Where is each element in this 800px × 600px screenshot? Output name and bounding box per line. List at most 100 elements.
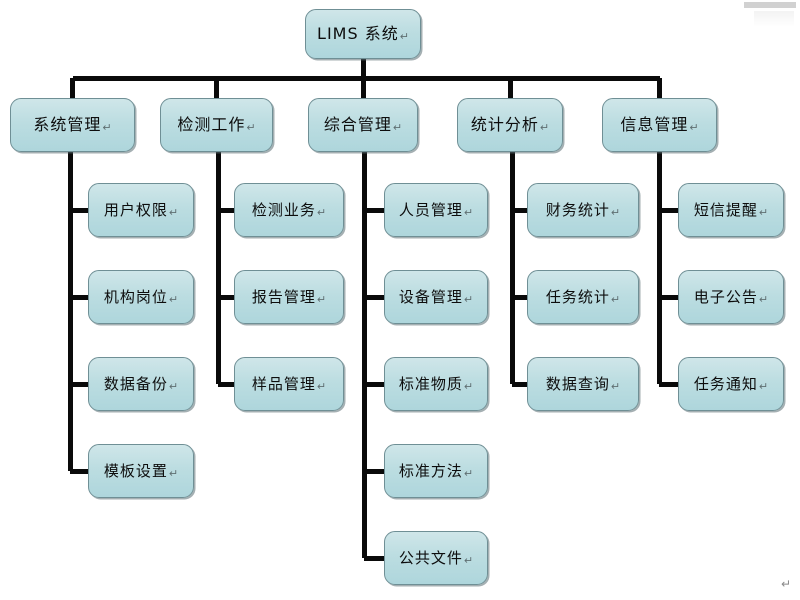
- branch-node-label: 系统管理: [33, 115, 102, 134]
- paragraph-mark-icon: ↵: [689, 120, 699, 134]
- leaf-node-label: 检测业务: [251, 200, 316, 219]
- leaf-node-5-2[interactable]: 电子公告↵: [678, 270, 784, 324]
- paragraph-mark-icon: ↵: [758, 379, 769, 393]
- leaf-node-label: 样品管理: [251, 374, 316, 393]
- leaf-stub-connector-3-3: [364, 381, 384, 387]
- paragraph-mark-icon: ↵: [399, 29, 409, 43]
- paragraph-mark-icon: ↵: [168, 292, 179, 306]
- paragraph-mark-icon: ↵: [168, 205, 179, 219]
- leaf-node-4-3[interactable]: 数据查询↵: [527, 357, 639, 411]
- leaf-stub-connector-3-4: [364, 468, 384, 474]
- leaf-node-3-5[interactable]: 公共文件↵: [384, 531, 488, 585]
- branch-node-label: 统计分析: [470, 115, 539, 134]
- leaf-node-label: 设备管理: [398, 287, 463, 306]
- paragraph-mark-icon: ↵: [246, 120, 256, 134]
- paragraph-mark-icon: ↵: [316, 205, 327, 219]
- leaf-node-4-2[interactable]: 任务统计↵: [527, 270, 639, 324]
- leaf-node-label: 机构岗位: [103, 287, 168, 306]
- paragraph-mark-icon: ↵: [463, 292, 474, 306]
- leaf-node-4-1[interactable]: 财务统计↵: [527, 183, 639, 237]
- leaf-stub-connector-3-5: [364, 555, 384, 561]
- branch-node-3[interactable]: 综合管理↵: [308, 98, 418, 152]
- root-node-label: LIMS 系统: [317, 24, 399, 43]
- paragraph-mark-icon: ↵: [168, 466, 179, 480]
- paragraph-mark-icon: ↵: [758, 205, 769, 219]
- branch-node-1[interactable]: 系统管理↵: [10, 98, 135, 152]
- leaf-node-5-3[interactable]: 任务通知↵: [678, 357, 784, 411]
- paragraph-mark-icon: ↵: [463, 553, 474, 567]
- leaf-stub-connector-2-2: [218, 294, 234, 300]
- paragraph-mark-icon: ↵: [168, 379, 179, 393]
- branch-drop-connector-2: [214, 78, 219, 98]
- branch-drop-connector-3: [360, 78, 366, 98]
- leaf-node-label: 标准方法: [398, 461, 463, 480]
- leaf-node-1-4[interactable]: 模板设置↵: [88, 444, 194, 498]
- branch-drop-connector-4: [507, 78, 513, 98]
- branch-node-2[interactable]: 检测工作↵: [160, 98, 273, 152]
- leaf-node-label: 财务统计: [545, 200, 610, 219]
- leaf-stub-connector-3-2: [364, 294, 384, 300]
- leaf-node-label: 任务通知: [693, 374, 758, 393]
- branch-drop-connector-5: [657, 78, 662, 98]
- paragraph-mark-icon: ↵: [758, 292, 769, 306]
- paragraph-mark-icon: ↵: [463, 379, 474, 393]
- leaf-stub-connector-5-3: [659, 381, 678, 387]
- paragraph-mark-icon: ↵: [463, 205, 474, 219]
- branch-node-5[interactable]: 信息管理↵: [602, 98, 717, 152]
- leaf-stub-connector-4-3: [512, 381, 527, 387]
- root-node-lims[interactable]: LIMS 系统↵: [305, 9, 421, 59]
- leaf-node-2-1[interactable]: 检测业务↵: [234, 183, 344, 237]
- leaf-node-label: 电子公告: [693, 287, 758, 306]
- page-end-mark: ↵: [780, 577, 791, 591]
- leaf-node-label: 模板设置: [103, 461, 168, 480]
- paragraph-mark-icon: ↵: [610, 379, 621, 393]
- root-stem-connector: [360, 59, 366, 78]
- leaf-node-label: 公共文件: [398, 548, 463, 567]
- leaf-stub-connector-2-1: [218, 207, 234, 213]
- leaf-stub-connector-5-1: [659, 207, 678, 213]
- leaf-stub-connector-4-2: [512, 294, 527, 300]
- paragraph-mark-icon: ↵: [539, 120, 550, 134]
- leaf-node-label: 标准物质: [398, 374, 463, 393]
- paragraph-mark-icon: ↵: [316, 292, 327, 306]
- leaf-spine-connector-4: [509, 152, 515, 384]
- leaf-node-1-1[interactable]: 用户权限↵: [88, 183, 194, 237]
- paragraph-mark-icon: ↵: [610, 205, 621, 219]
- leaf-node-label: 报告管理: [251, 287, 316, 306]
- leaf-node-3-3[interactable]: 标准物质↵: [384, 357, 488, 411]
- leaf-node-label: 短信提醒: [693, 200, 758, 219]
- leaf-node-2-2[interactable]: 报告管理↵: [234, 270, 344, 324]
- leaf-node-1-3[interactable]: 数据备份↵: [88, 357, 194, 411]
- paragraph-mark-icon: ↵: [102, 120, 112, 134]
- leaf-stub-connector-3-1: [364, 207, 384, 213]
- paragraph-mark-icon: ↵: [392, 120, 403, 134]
- leaf-spine-connector-5: [656, 152, 662, 384]
- branch-node-label: 检测工作: [177, 115, 246, 134]
- leaf-node-label: 数据查询: [545, 374, 610, 393]
- paragraph-mark-icon: ↵: [610, 292, 621, 306]
- paragraph-mark-icon: ↵: [316, 379, 327, 393]
- leaf-node-1-2[interactable]: 机构岗位↵: [88, 270, 194, 324]
- leaf-spine-connector-3: [361, 152, 367, 558]
- paragraph-mark-icon: ↵: [463, 466, 474, 480]
- branch-node-4[interactable]: 统计分析↵: [457, 98, 563, 152]
- branch-node-label: 信息管理: [620, 115, 689, 134]
- leaf-stub-connector-4-1: [512, 207, 527, 213]
- leaf-node-2-3[interactable]: 样品管理↵: [234, 357, 344, 411]
- scan-artifact-smudge: [754, 11, 794, 27]
- leaf-node-3-1[interactable]: 人员管理↵: [384, 183, 488, 237]
- leaf-stub-connector-1-3: [70, 381, 88, 387]
- branch-drop-connector-1: [70, 78, 75, 98]
- leaf-node-5-1[interactable]: 短信提醒↵: [678, 183, 784, 237]
- branch-node-label: 综合管理: [323, 115, 392, 134]
- leaf-node-3-2[interactable]: 设备管理↵: [384, 270, 488, 324]
- leaf-node-label: 用户权限: [103, 200, 168, 219]
- leaf-node-3-4[interactable]: 标准方法↵: [384, 444, 488, 498]
- leaf-stub-connector-5-2: [659, 294, 678, 300]
- leaf-node-label: 数据备份: [103, 374, 168, 393]
- leaf-spine-connector-2: [215, 152, 221, 384]
- leaf-node-label: 任务统计: [545, 287, 610, 306]
- leaf-spine-connector-1: [67, 152, 73, 471]
- leaf-stub-connector-2-3: [218, 381, 234, 387]
